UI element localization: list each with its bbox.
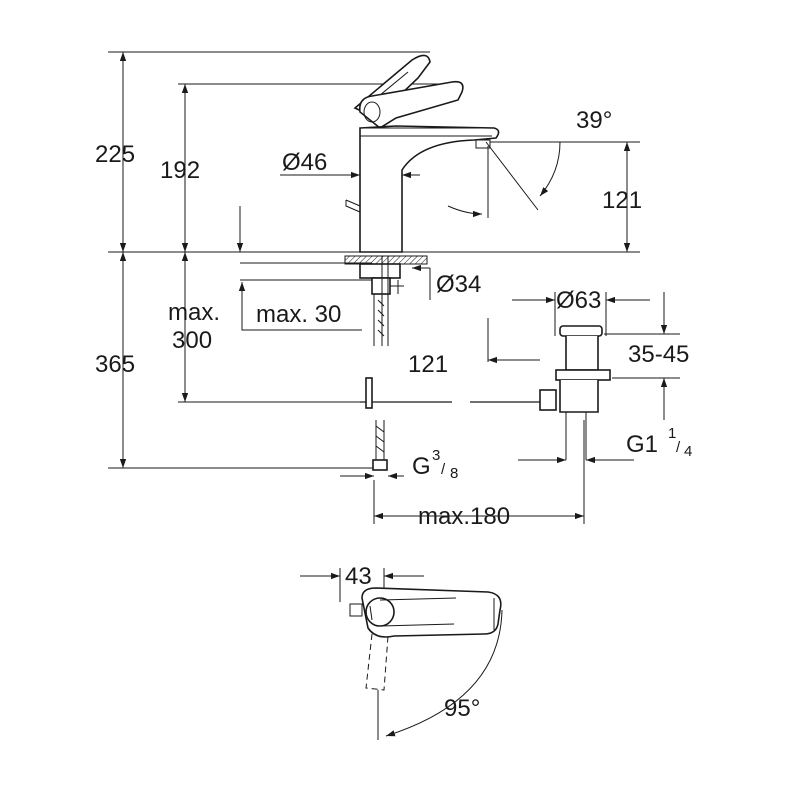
dim-max-300: max. 300 xyxy=(168,252,220,402)
dim-365: 365 xyxy=(95,252,135,468)
dim-g1-1-4: G1 1 / 4 xyxy=(518,425,692,464)
dim-121-height-label: 121 xyxy=(602,187,642,214)
dim-121-height: 121 xyxy=(602,142,642,252)
dim-192: 192 xyxy=(160,84,200,252)
dim-35-45-label: 35-45 xyxy=(628,341,689,368)
dim-121-projection: 121 xyxy=(408,318,540,378)
dim-g-num: 3 xyxy=(432,447,440,464)
dim-46-label: Ø46 xyxy=(282,149,327,176)
dim-365-label: 365 xyxy=(95,351,135,378)
dim-g1-label: G1 xyxy=(626,431,658,458)
deck-mount xyxy=(344,255,428,471)
dim-35-45: 35-45 xyxy=(604,292,689,420)
dim-95-label: 95° xyxy=(444,695,480,722)
dim-63-label: Ø63 xyxy=(556,287,601,314)
dim-max-180-label: max.180 xyxy=(418,503,510,530)
dim-g-slash: / xyxy=(441,461,446,478)
dim-angle-39: 39° xyxy=(447,107,612,218)
dim-max-30: max. 30 xyxy=(238,282,362,331)
dim-225: 225 xyxy=(95,52,135,252)
dim-max-180: max.180 xyxy=(373,420,585,530)
dim-46: Ø46 xyxy=(280,149,420,179)
dim-300-label: 300 xyxy=(172,327,212,354)
dim-63: Ø63 xyxy=(512,287,650,336)
dim-225-label: 225 xyxy=(95,141,135,168)
dim-g1-slash: / xyxy=(676,439,681,456)
dim-34: Ø34 xyxy=(412,264,481,300)
dim-g1-num: 1 xyxy=(668,425,676,442)
dim-192-label: 192 xyxy=(160,157,200,184)
dim-g-label: G xyxy=(412,453,431,480)
dim-43-label: 43 xyxy=(345,563,372,590)
dim-34-label: Ø34 xyxy=(436,271,481,298)
dim-g1-den: 4 xyxy=(684,443,692,460)
dim-max-30-label: max. 30 xyxy=(256,301,341,328)
dim-max-label: max. xyxy=(168,299,220,326)
faucet-body xyxy=(345,54,500,253)
waste-drain xyxy=(539,325,611,460)
dim-g-3-8: G 3 / 8 xyxy=(340,447,458,482)
dim-39-label: 39° xyxy=(576,107,612,134)
top-view: 43 95° xyxy=(300,563,503,740)
popup-rod xyxy=(360,377,540,409)
dim-121-projection-label: 121 xyxy=(408,351,448,378)
dim-g-den: 8 xyxy=(450,465,458,482)
